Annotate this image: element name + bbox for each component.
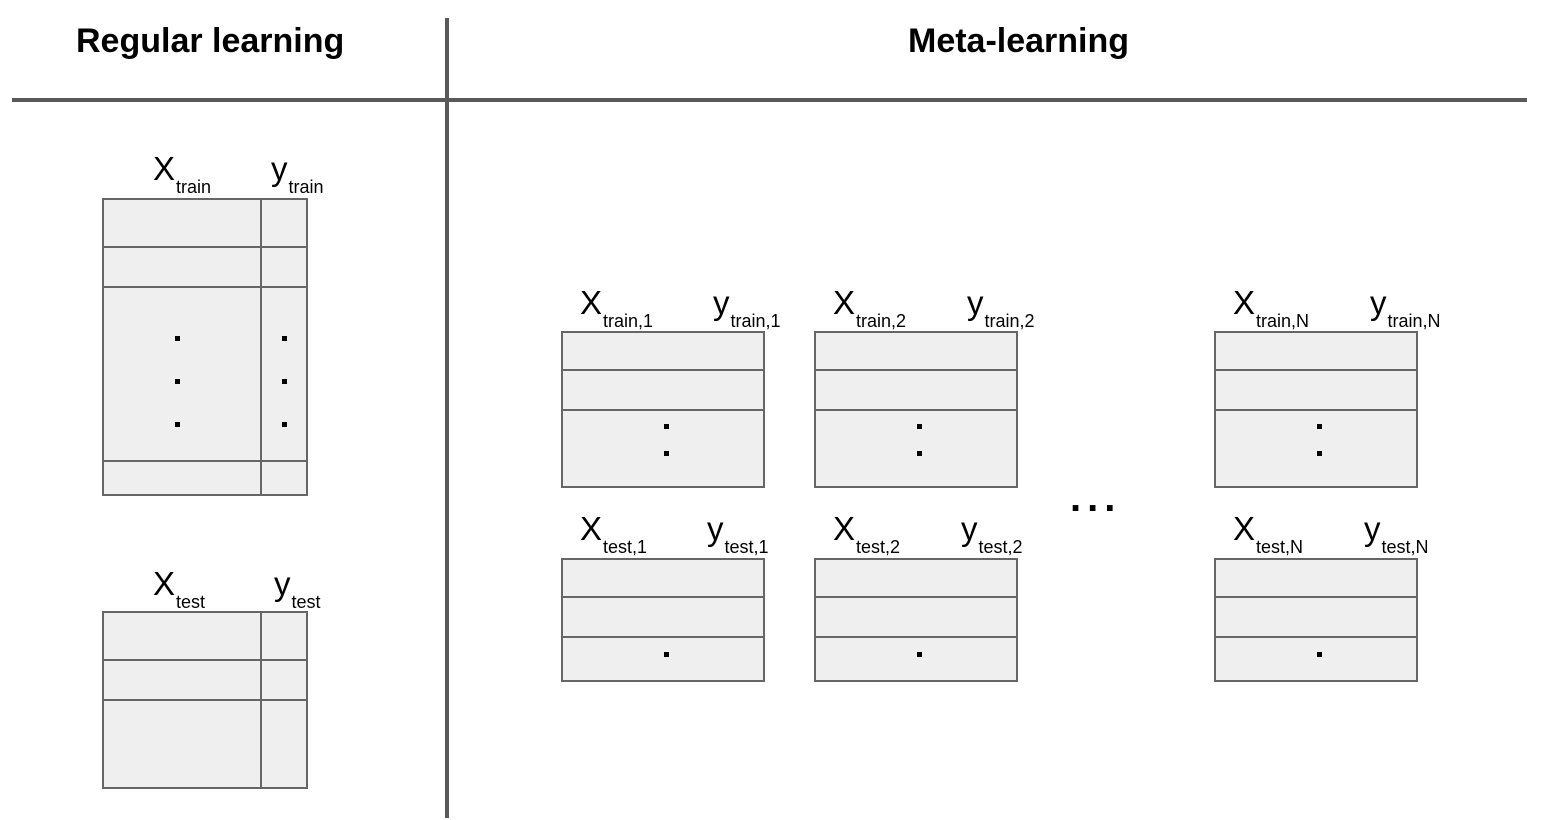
ellipsis-dot <box>282 336 287 341</box>
y-train-1-label: ytrain,1 <box>713 284 781 331</box>
x-test-n-label: Xtest,N <box>1233 510 1304 557</box>
ellipsis-dot <box>664 451 669 456</box>
table-row-separator <box>563 636 763 638</box>
table-row-separator <box>1216 369 1416 371</box>
ellipsis-dot <box>664 424 669 429</box>
table-row-separator <box>104 246 306 248</box>
x-train-2-label: Xtrain,2 <box>833 284 907 331</box>
x-test-1-label: Xtest,1 <box>580 510 648 557</box>
horizontal-divider <box>12 98 1527 102</box>
y-test-label: ytest <box>274 565 321 612</box>
x-test-label: Xtest <box>153 565 206 612</box>
y-test-2-label: ytest,2 <box>961 510 1023 557</box>
ellipsis-dot <box>1317 424 1322 429</box>
ellipsis-dot <box>664 652 669 657</box>
meta-learning-heading: Meta-learning <box>908 22 1130 60</box>
table-row-separator <box>563 596 763 598</box>
ellipsis-dot <box>282 422 287 427</box>
vertical-divider <box>445 18 449 818</box>
table-row-separator <box>816 636 1016 638</box>
table-row-separator <box>563 369 763 371</box>
x-train-1-label: Xtrain,1 <box>580 284 654 331</box>
more-tasks-ellipsis: ... <box>1070 476 1122 520</box>
x-test-2-label: Xtest,2 <box>833 510 901 557</box>
y-test-1-label: ytest,1 <box>707 510 769 557</box>
meta-test-n-table <box>1214 558 1418 682</box>
ellipsis-dot <box>1317 451 1322 456</box>
table-row-separator <box>563 409 763 411</box>
meta-train-2-table <box>814 331 1018 488</box>
ellipsis-dot <box>175 379 180 384</box>
table-row-separator <box>104 659 306 661</box>
y-train-label: ytrain <box>271 150 324 197</box>
meta-train-1-table <box>561 331 765 488</box>
table-row-separator <box>1216 636 1416 638</box>
y-test-n-label: ytest,N <box>1364 510 1429 557</box>
regular-test-table <box>102 611 308 789</box>
regular-learning-heading: Regular learning <box>76 22 345 60</box>
table-row-separator <box>104 699 306 701</box>
ellipsis-dot <box>175 336 180 341</box>
x-train-n-label: Xtrain,N <box>1233 284 1310 331</box>
regular-train-table <box>102 198 308 496</box>
table-row-separator <box>816 369 1016 371</box>
ellipsis-dot <box>282 379 287 384</box>
table-row-separator <box>1216 596 1416 598</box>
ellipsis-dot <box>917 451 922 456</box>
meta-test-1-table <box>561 558 765 682</box>
meta-test-2-table <box>814 558 1018 682</box>
table-row-separator <box>816 596 1016 598</box>
y-train-n-label: ytrain,N <box>1370 284 1441 331</box>
y-train-2-label: ytrain,2 <box>967 284 1035 331</box>
ellipsis-dot <box>917 652 922 657</box>
x-train-label: Xtrain <box>153 150 212 197</box>
table-row-separator <box>1216 409 1416 411</box>
ellipsis-dot <box>1317 652 1322 657</box>
meta-train-n-table <box>1214 331 1418 488</box>
table-column-separator <box>260 613 262 787</box>
table-row-separator <box>104 286 306 288</box>
table-row-separator <box>104 460 306 462</box>
ellipsis-dot <box>175 422 180 427</box>
table-column-separator <box>260 200 262 494</box>
ellipsis-dot <box>917 424 922 429</box>
table-row-separator <box>816 409 1016 411</box>
